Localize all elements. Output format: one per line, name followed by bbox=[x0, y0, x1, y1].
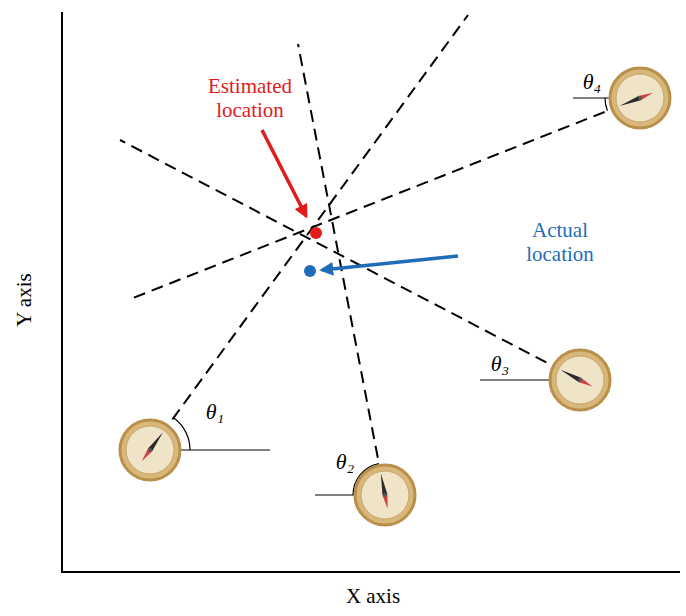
bearing-line bbox=[150, 15, 468, 450]
compass-icon bbox=[355, 465, 415, 525]
axis-label: X axis bbox=[346, 584, 400, 608]
pointer-arrow bbox=[322, 256, 458, 270]
actual-dot bbox=[304, 265, 316, 277]
compass-icon bbox=[120, 420, 180, 480]
estimated-dot bbox=[310, 227, 322, 239]
angle-label: θ₄ bbox=[583, 69, 601, 94]
angle-arc bbox=[605, 98, 607, 111]
callout-text: Actual location bbox=[500, 218, 620, 266]
bearing-line bbox=[128, 98, 640, 300]
angle-label: θ₂ bbox=[336, 449, 354, 474]
angle-markers bbox=[150, 98, 640, 495]
bearing-line bbox=[120, 140, 580, 380]
x-axis-line bbox=[61, 571, 680, 573]
angle-label: θ₃ bbox=[491, 351, 509, 376]
angle-label: θ₁ bbox=[206, 399, 224, 424]
compass-icon bbox=[550, 350, 610, 410]
compass-icon bbox=[610, 68, 670, 128]
pointer-arrow bbox=[262, 130, 306, 216]
callout-text: Estimated location bbox=[185, 74, 315, 122]
axis-label: Y axis bbox=[12, 273, 36, 326]
y-axis-line bbox=[61, 12, 63, 572]
bearing-lines bbox=[120, 15, 640, 495]
